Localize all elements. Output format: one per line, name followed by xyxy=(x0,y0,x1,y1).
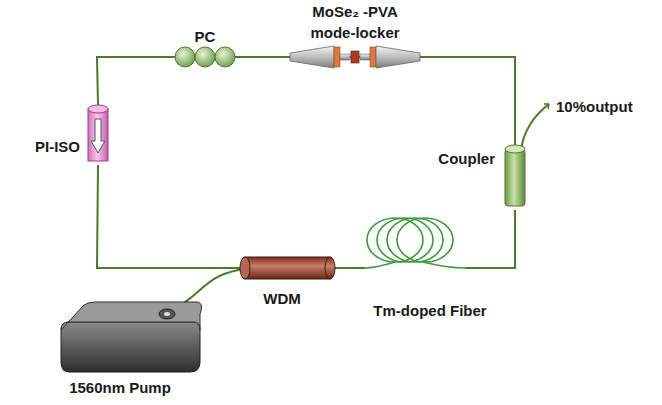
component-label: PC xyxy=(195,28,216,45)
fiber-connector xyxy=(97,165,240,268)
mode-locker-shape xyxy=(290,46,420,68)
polarization-controller: PC xyxy=(175,47,235,67)
polarization-controller-shape xyxy=(175,47,235,67)
fiber-coil-shape xyxy=(365,215,465,268)
coupler: Coupler xyxy=(505,145,525,210)
mode-locker: MoSe₂ -PVAmode-locker xyxy=(290,46,420,68)
isolator: PI-ISO xyxy=(88,105,108,165)
component-label: Coupler xyxy=(438,150,495,167)
coupler-shape xyxy=(505,145,525,210)
component-label: 1560nm Pump xyxy=(69,379,171,396)
pump-laser: 1560nm Pump xyxy=(55,300,200,372)
fiber-connector xyxy=(97,57,175,105)
fiber-connector xyxy=(335,267,365,269)
output-fiber xyxy=(521,104,549,150)
fiber-connector xyxy=(420,57,515,145)
component-label: WDM xyxy=(263,290,301,307)
component-label: mode-locker xyxy=(310,24,399,41)
component-label: MoSe₂ -PVA xyxy=(312,3,398,20)
output-label: 10%output xyxy=(556,98,633,115)
component-label: PI-ISO xyxy=(35,138,80,155)
output-tip xyxy=(544,104,549,109)
fiber-coil: Tm-doped Fiber xyxy=(365,215,465,268)
pump-laser-shape xyxy=(55,300,200,372)
fiber-connector xyxy=(465,210,515,268)
wdm: WDM xyxy=(240,257,335,279)
wdm-shape xyxy=(240,257,335,279)
isolator-shape xyxy=(88,105,108,165)
component-label: Tm-doped Fiber xyxy=(373,302,486,319)
